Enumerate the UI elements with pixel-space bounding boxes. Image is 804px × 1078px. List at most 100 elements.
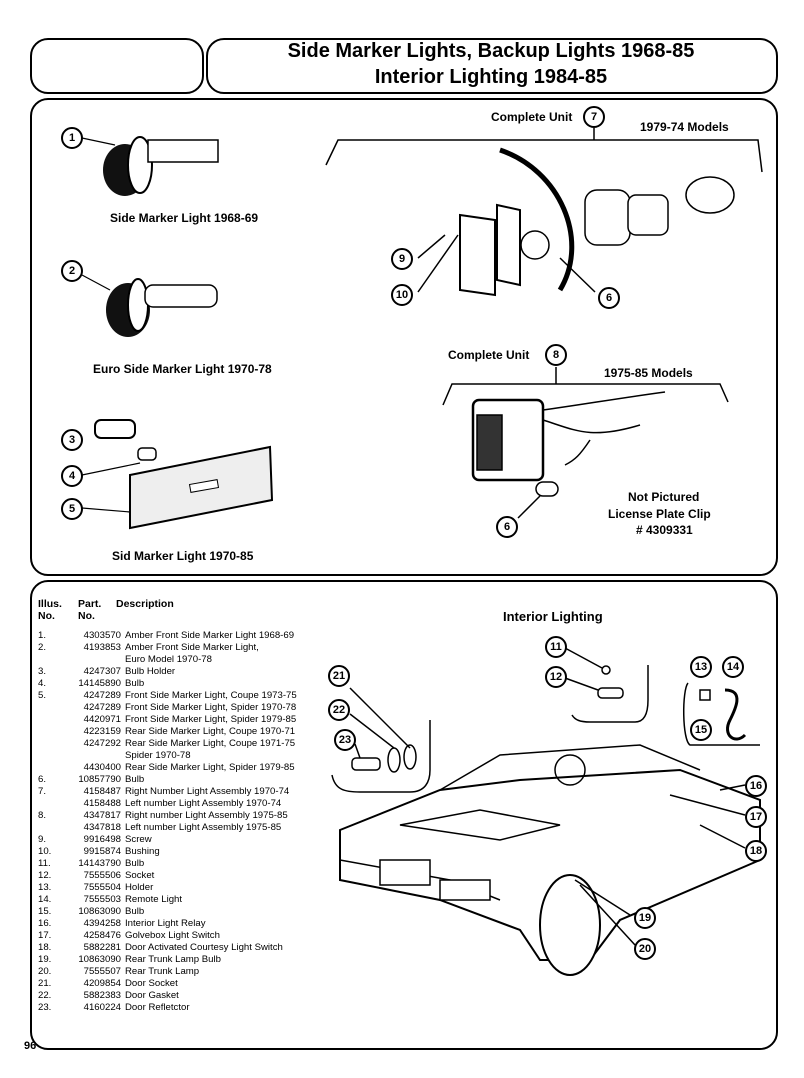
description: Golvebox Light Switch — [125, 930, 220, 941]
description: Door Refletctor — [125, 1002, 190, 1013]
callout-10: 10 — [391, 284, 413, 306]
illus-number: 5. — [38, 690, 47, 701]
callout-13: 13 — [690, 656, 712, 678]
description: Door Socket — [125, 978, 178, 989]
callout-12: 12 — [545, 666, 567, 688]
caption-side-marker-1968: Side Marker Light 1968-69 — [110, 211, 259, 225]
parts-list-panel — [30, 580, 778, 1050]
not-pictured-part-number: # 4309331 — [636, 523, 693, 537]
caption-complete-unit-8: Complete Unit — [448, 348, 530, 362]
door-lamp-detail-drawing — [331, 687, 431, 793]
page-title-line1: Side Marker Lights, Backup Lights 1968-8… — [287, 40, 695, 62]
parts-list: Illus. Part. Description No. No. 1.43035… — [38, 598, 297, 1014]
illus-number — [38, 750, 70, 762]
part-number: 4160224 — [83, 1002, 121, 1013]
sid-marker-1970-drawing — [81, 419, 274, 530]
part-number: 4247289 — [83, 702, 121, 713]
description: Interior Light Relay — [125, 918, 206, 929]
description: Bulb Holder — [125, 666, 176, 677]
illus-number: 11. — [38, 858, 51, 869]
callout-4: 4 — [61, 465, 83, 487]
illus-number — [38, 798, 70, 810]
callout-2: 2 — [61, 260, 83, 282]
illus-number — [38, 738, 70, 750]
table-row: Euro Model 1970-78 — [38, 654, 297, 666]
illus-number — [38, 726, 70, 738]
illus-number — [38, 822, 70, 834]
description: Rear Trunk Lamp — [125, 966, 200, 977]
exterior-lights-panel — [30, 98, 778, 576]
part-number: 4258476 — [83, 930, 121, 941]
description: Left number Light Assembly 1975-85 — [125, 822, 282, 833]
part-number: 4193853 — [83, 642, 121, 653]
illus-number: 15. — [38, 906, 52, 917]
description: Front Side Marker Light, Coupe 1973-75 — [125, 690, 297, 701]
callout-21: 21 — [328, 665, 350, 687]
caption-models-8: 1975-85 Models — [604, 366, 693, 380]
part-number: 10863090 — [78, 954, 121, 965]
illus-number: 3. — [38, 666, 47, 677]
part-number: 14143790 — [78, 858, 121, 869]
part-number: 4247307 — [83, 666, 121, 677]
description: Rear Side Marker Light, Coupe 1971-75 — [125, 738, 296, 749]
illus-number: 19. — [38, 954, 52, 965]
callout-5: 5 — [61, 498, 83, 520]
illus-number: 8. — [38, 810, 47, 821]
callout-6a: 6 — [598, 287, 620, 309]
callout-19: 19 — [634, 907, 656, 929]
caption-euro-side-marker: Euro Side Marker Light 1970-78 — [93, 362, 272, 376]
description: Socket — [125, 870, 155, 881]
illus-number — [38, 654, 70, 666]
part-number — [70, 654, 125, 666]
part-number: 4430400 — [83, 762, 121, 773]
callout-14: 14 — [722, 656, 744, 678]
header-part: Part. — [78, 598, 102, 610]
header-illus: Illus. — [38, 598, 62, 610]
part-number: 10857790 — [78, 774, 121, 785]
page-number: 96 — [24, 1040, 37, 1052]
part-number: 7555507 — [83, 966, 121, 977]
callout-17: 17 — [745, 806, 767, 828]
callout-7: 7 — [583, 106, 605, 128]
illus-number: 21. — [38, 978, 52, 989]
header-illus-no: No. — [38, 610, 55, 622]
part-number: 7555503 — [83, 894, 121, 905]
header-left-box — [30, 38, 204, 94]
illus-number: 16. — [38, 918, 52, 929]
part-number: 4420971 — [83, 714, 121, 725]
header-title-box — [206, 38, 778, 94]
part-number: 4223159 — [83, 726, 121, 737]
description: Rear Side Marker Light, Coupe 1970-71 — [125, 726, 296, 737]
dome-lamp-detail-drawing — [564, 647, 649, 723]
part-number: 4158487 — [83, 786, 121, 797]
description: Door Gasket — [125, 990, 179, 1001]
description: Holder — [125, 882, 154, 893]
caption-complete-unit-7: Complete Unit — [491, 110, 573, 124]
part-number: 4347818 — [83, 822, 121, 833]
part-number: 4247292 — [83, 738, 121, 749]
description: Bushing — [125, 846, 160, 857]
description: Euro Model 1970-78 — [125, 654, 212, 665]
illus-number — [38, 714, 70, 726]
caption-models-7: 1979-74 Models — [640, 120, 729, 134]
callout-23: 23 — [334, 729, 356, 751]
description: Rear Side Marker Light, Spider 1979-85 — [125, 762, 295, 773]
callout-8: 8 — [545, 344, 567, 366]
complete-unit-8-drawing — [442, 367, 729, 519]
illus-number: 7. — [38, 786, 47, 797]
part-number: 9915874 — [83, 846, 121, 857]
